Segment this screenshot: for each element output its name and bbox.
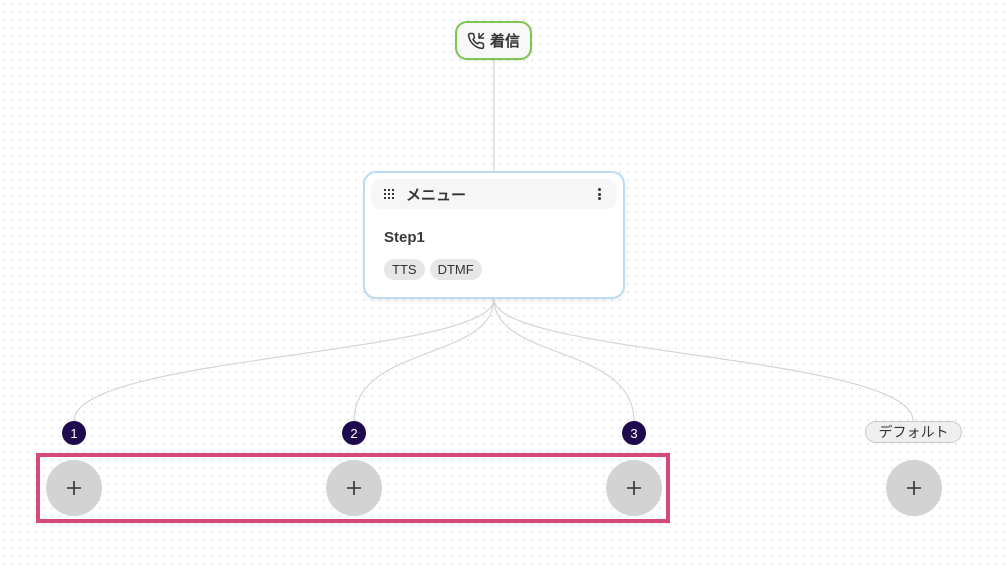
add-step-button-2[interactable] (326, 460, 382, 516)
start-node-label: 着信 (489, 33, 520, 50)
menu-node-header[interactable]: メニュー (371, 179, 617, 209)
menu-node[interactable]: メニュー Step1 TTS DTMF (363, 171, 625, 299)
tag-tts: TTS (384, 259, 425, 280)
add-step-button-3[interactable] (606, 460, 662, 516)
incoming-call-node[interactable]: 着信 (455, 21, 532, 60)
plus-icon (347, 481, 361, 495)
more-vertical-icon[interactable] (597, 188, 601, 200)
grip-icon[interactable] (384, 189, 394, 199)
add-step-button-1[interactable] (46, 460, 102, 516)
plus-icon (67, 481, 81, 495)
menu-node-title: メニュー (406, 186, 467, 204)
branch-badge-3: 3 (622, 421, 646, 445)
incoming-call-icon (467, 32, 485, 49)
step-label: Step1 (384, 229, 425, 246)
menu-node-tags: TTS DTMF (384, 259, 482, 280)
plus-icon (627, 481, 641, 495)
plus-icon (907, 481, 921, 495)
branch-badge-1: 1 (62, 421, 86, 445)
branch-label-default: デフォルト (865, 421, 962, 443)
tag-dtmf: DTMF (429, 259, 482, 280)
add-step-button-default[interactable] (886, 460, 942, 516)
branch-badge-2: 2 (342, 421, 366, 445)
